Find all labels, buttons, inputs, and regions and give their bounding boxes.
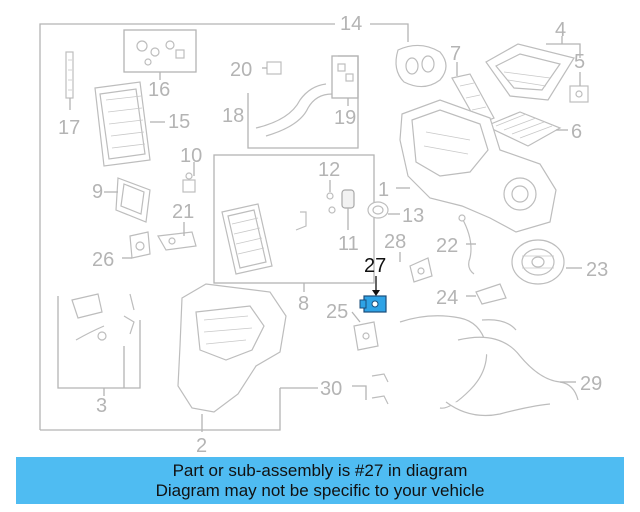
callout-12: 12 <box>318 159 340 181</box>
frame-bracket-left <box>39 23 335 430</box>
part-15-heater-core <box>94 81 151 167</box>
part-9-filter-frame <box>115 177 151 223</box>
callout-13: 13 <box>402 205 424 227</box>
frame-bracket-14 <box>370 23 409 42</box>
callout-4: 4 <box>555 19 566 41</box>
part-13-seal <box>367 201 389 219</box>
part-19-box <box>331 55 359 99</box>
part-7-bracket <box>451 73 495 125</box>
part-25-actuator <box>353 321 379 351</box>
callout-23: 23 <box>586 259 608 281</box>
part-21-bracket <box>157 231 197 251</box>
callout-3: 3 <box>96 395 107 417</box>
part-3-linkages <box>71 293 135 341</box>
callout-11: 11 <box>338 233 359 255</box>
part-29-wiring-harness <box>399 315 579 417</box>
part-27-highlighted <box>359 295 387 313</box>
frame-bracket-bottom <box>40 388 281 431</box>
callout-8: 8 <box>298 293 309 315</box>
part-16-box <box>123 29 197 73</box>
part-20-clip <box>266 61 282 75</box>
part-18-ac-lines <box>255 83 333 137</box>
part-1-hvac-housing <box>399 99 557 233</box>
callout-18: 18 <box>222 105 244 127</box>
part-5-clip <box>569 85 589 103</box>
callout-19: 19 <box>334 107 356 129</box>
callout-16: 16 <box>148 79 170 101</box>
part-23-blower-motor <box>511 239 565 285</box>
callout-17: 17 <box>58 117 80 139</box>
callout-22: 22 <box>436 235 458 257</box>
callout-28: 28 <box>384 231 406 253</box>
part-11-sensor <box>341 189 355 209</box>
callout-6: 6 <box>571 121 582 143</box>
callout-7: 7 <box>450 43 461 65</box>
callout-26: 26 <box>92 249 114 271</box>
part-17-bracket <box>65 51 74 99</box>
part-16-clips <box>136 40 185 66</box>
callout-2: 2 <box>196 435 207 457</box>
part-30-clips <box>371 373 389 405</box>
part-4-upper-housing <box>485 43 575 101</box>
banner-line-2: Diagram may not be specific to your vehi… <box>155 480 485 500</box>
callout-10: 10 <box>180 145 202 167</box>
callout-15: 15 <box>168 111 190 133</box>
part-10-sensor <box>182 172 196 193</box>
part-8-box <box>213 154 375 284</box>
part-14-gasket <box>395 44 447 88</box>
part-3-bracket <box>57 296 141 389</box>
part-8-clip <box>295 211 307 231</box>
callout-5: 5 <box>574 51 585 73</box>
part-12-fastener <box>326 192 336 214</box>
part-2-lower-housing <box>177 283 287 413</box>
callout-9: 9 <box>92 181 103 203</box>
callout-25: 25 <box>326 301 348 323</box>
part-6-cabin-filter <box>484 111 562 147</box>
callout-14: 14 <box>340 13 362 35</box>
part-22-sensor-lead <box>458 214 475 275</box>
part-8-evaporator <box>221 203 273 275</box>
part-24-resistor <box>475 283 507 305</box>
part-26-actuator <box>129 231 151 259</box>
info-banner: Part or sub-assembly is #27 in diagram D… <box>16 457 624 504</box>
part-28-actuator <box>409 257 433 283</box>
callout-29: 29 <box>580 373 602 395</box>
banner-line-1: Part or sub-assembly is #27 in diagram <box>172 460 468 480</box>
callout-1: 1 <box>378 179 389 201</box>
callout-30: 30 <box>320 378 342 400</box>
callout-20: 20 <box>230 59 252 81</box>
callout-21: 21 <box>172 201 194 223</box>
callout-27: 27 <box>364 255 386 277</box>
callout-24: 24 <box>436 287 458 309</box>
